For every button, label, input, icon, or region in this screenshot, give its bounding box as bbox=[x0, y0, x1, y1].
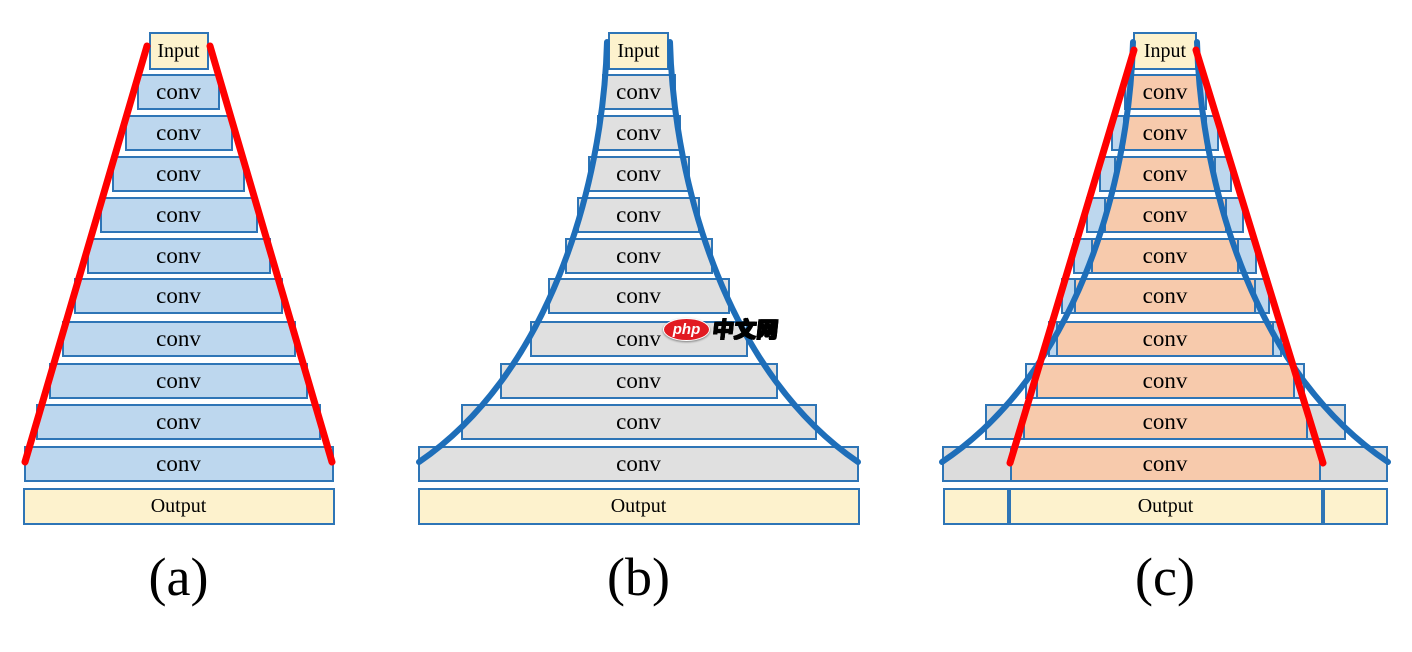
conv-box-b: conv bbox=[587, 156, 690, 192]
input-box-a: Input bbox=[148, 32, 209, 70]
conv-box-a: conv bbox=[86, 238, 271, 274]
conv-box-a: conv bbox=[112, 156, 245, 192]
output-box-b: Output bbox=[417, 488, 860, 525]
conv-box-b: conv bbox=[418, 446, 859, 482]
conv-box-a: conv bbox=[23, 446, 334, 482]
conv-box-a: conv bbox=[74, 278, 283, 314]
output-cell-c bbox=[942, 488, 1009, 525]
input-box-b: Input bbox=[608, 32, 669, 70]
caption-panel-a: (a) bbox=[148, 547, 209, 607]
conv-box-a: conv bbox=[36, 404, 321, 440]
conv-box-b: conv bbox=[460, 404, 817, 440]
conv-box-inner-c: conv bbox=[1009, 446, 1321, 482]
conv-box-a: conv bbox=[49, 363, 308, 399]
output-cell-c: Output bbox=[1008, 488, 1323, 525]
conv-box-b: conv bbox=[577, 197, 700, 233]
input-box-c: Input bbox=[1133, 32, 1197, 70]
conv-box-inner-c: conv bbox=[1103, 197, 1227, 233]
conv-box-inner-c: conv bbox=[1035, 363, 1295, 399]
conv-box-a: conv bbox=[61, 321, 296, 357]
conv-box-inner-c: conv bbox=[1056, 321, 1274, 357]
conv-box-b: conv bbox=[596, 115, 681, 151]
php-watermark: php 中文网 bbox=[663, 314, 781, 344]
conv-box-inner-c: conv bbox=[1114, 156, 1216, 192]
conv-box-inner-c: conv bbox=[1091, 238, 1239, 274]
conv-box-b: conv bbox=[601, 74, 676, 110]
conv-box-b: conv bbox=[564, 238, 713, 274]
conv-box-a: conv bbox=[124, 115, 233, 151]
output-cell-c bbox=[1322, 488, 1388, 525]
conv-box-a: conv bbox=[137, 74, 220, 110]
conv-box-b: conv bbox=[547, 278, 730, 314]
caption-panel-c: (c) bbox=[1135, 547, 1195, 607]
caption-panel-b: (b) bbox=[607, 547, 670, 607]
conv-box-a: conv bbox=[99, 197, 258, 233]
output-box-a: Output bbox=[22, 488, 335, 525]
php-logo-badge: php bbox=[663, 317, 710, 341]
conv-box-inner-c: conv bbox=[1022, 404, 1308, 440]
conv-box-inner-c: conv bbox=[1128, 74, 1202, 110]
watermark-text: 中文网 bbox=[711, 318, 781, 343]
conv-box-inner-c: conv bbox=[1074, 278, 1256, 314]
conv-box-b: conv bbox=[499, 363, 778, 399]
conv-box-inner-c: conv bbox=[1123, 115, 1207, 151]
